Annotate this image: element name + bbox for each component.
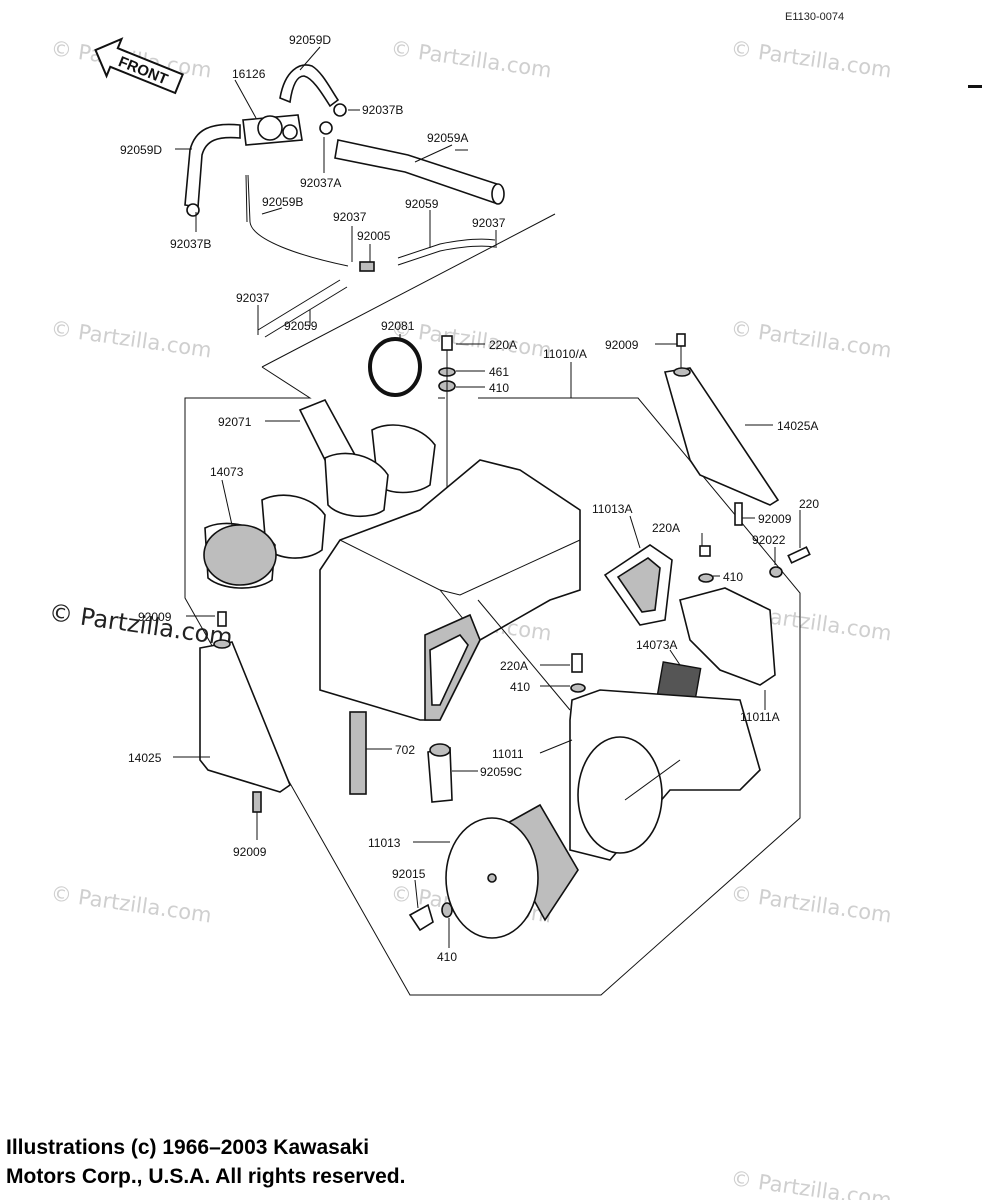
air-box-housing bbox=[319, 459, 581, 803]
side-cover-left bbox=[199, 611, 291, 840]
part-label: 220A bbox=[652, 521, 680, 535]
copyright-notice: Illustrations (c) 1966–2003 Kawasaki Mot… bbox=[6, 1133, 405, 1191]
watermark: © Partzilla.com bbox=[729, 1166, 893, 1200]
part-label: 92071 bbox=[218, 415, 252, 429]
part-label: 220A bbox=[489, 338, 517, 352]
part-label: 410 bbox=[510, 680, 530, 694]
edge-mark bbox=[968, 85, 982, 88]
part-labels: 92059D 16126 92037B 92059A 92059D 92037A… bbox=[120, 33, 819, 964]
watermark: © Partzilla.com bbox=[49, 316, 213, 362]
part-label: 92059C bbox=[480, 765, 522, 779]
part-label: 92059 bbox=[405, 197, 439, 211]
part-label: 410 bbox=[489, 381, 509, 395]
watermark: © Partzilla.com bbox=[729, 316, 893, 362]
o-ring bbox=[368, 337, 422, 397]
part-label: 11013A bbox=[592, 502, 632, 516]
diagram-code: E1130-0074 bbox=[785, 11, 844, 23]
part-label: 92037 bbox=[333, 210, 367, 224]
part-label: 14073A bbox=[636, 638, 677, 652]
part-label: 461 bbox=[489, 365, 509, 379]
part-label: 92059A bbox=[427, 131, 468, 145]
part-label: 92037A bbox=[300, 176, 341, 190]
part-label: 92009 bbox=[758, 512, 792, 526]
watermark: © Partzilla.com bbox=[729, 36, 893, 82]
air-box-cap bbox=[656, 587, 776, 703]
part-label: 14025A bbox=[777, 419, 818, 433]
copyright-line-2: Motors Corp., U.S.A. All rights reserved… bbox=[6, 1165, 406, 1188]
watermark: © Partzilla.com bbox=[389, 36, 553, 82]
watermark: © Partzilla.com bbox=[49, 881, 213, 927]
intake-ducts bbox=[203, 398, 436, 589]
part-label: 92037B bbox=[362, 103, 403, 117]
part-label: 11011 bbox=[492, 747, 524, 761]
part-label: 92009 bbox=[233, 845, 267, 859]
watermark: © Partzilla.com bbox=[729, 881, 893, 927]
part-label: 410 bbox=[437, 950, 457, 964]
assembly-boundary bbox=[184, 213, 801, 996]
part-label: 14025 bbox=[128, 751, 162, 765]
part-label: 92037 bbox=[472, 216, 506, 230]
breather-hose-group bbox=[184, 64, 505, 338]
part-label: 92005 bbox=[357, 229, 391, 243]
element-frame bbox=[603, 544, 673, 626]
part-label: 92059B bbox=[262, 195, 303, 209]
part-label: 220 bbox=[799, 497, 819, 511]
part-label: 92009 bbox=[605, 338, 639, 352]
side-cover-right bbox=[663, 333, 780, 506]
part-label: 16126 bbox=[232, 67, 266, 81]
leader-lines bbox=[173, 46, 801, 948]
air-filter-element bbox=[408, 803, 579, 939]
part-label: 11011A bbox=[740, 710, 780, 724]
part-label: 702 bbox=[395, 743, 415, 757]
part-label: 92009 bbox=[138, 610, 172, 624]
part-label: 92059D bbox=[120, 143, 162, 157]
part-label: 11013 bbox=[368, 836, 401, 850]
filter-housing bbox=[569, 689, 761, 861]
fasteners-right bbox=[570, 502, 811, 693]
part-label: 11010/A bbox=[543, 347, 587, 361]
watermark-dark: © Partzilla.com bbox=[47, 598, 234, 652]
part-label: 220A bbox=[500, 659, 528, 673]
part-label: 92059D bbox=[289, 33, 331, 47]
copyright-line-1: Illustrations (c) 1966–2003 Kawasaki bbox=[6, 1136, 370, 1159]
part-label: 92037B bbox=[170, 237, 211, 251]
part-label: 92081 bbox=[381, 319, 415, 333]
part-label: 410 bbox=[723, 570, 743, 584]
part-label: 14073 bbox=[210, 465, 244, 479]
part-label: 92022 bbox=[752, 533, 786, 547]
part-label: 92037 bbox=[236, 291, 270, 305]
part-label: 92015 bbox=[392, 867, 426, 881]
part-label: 92059 bbox=[284, 319, 318, 333]
